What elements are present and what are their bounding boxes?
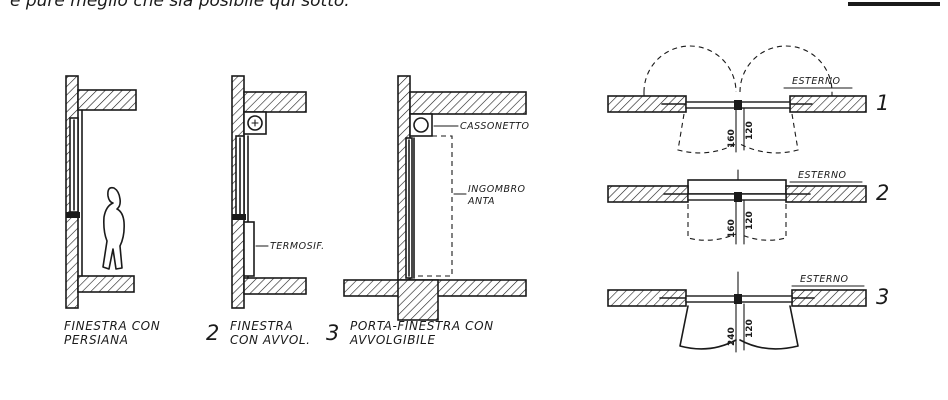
plan-2-drawing: 160 120 ESTERNO 2 xyxy=(607,169,889,245)
section-3-number: 3 xyxy=(326,321,339,345)
plan-3-drawing: 240 120 ESTERNO 3 xyxy=(607,271,889,353)
plan-1-esterno-label: ESTERNO xyxy=(792,76,841,87)
plan-1-dim-b: 120 xyxy=(745,121,755,140)
section-2-upper-slab xyxy=(243,91,307,113)
section-1-drawing: FINESTRA CON PERSIANA xyxy=(64,75,160,347)
plan-2-dim-b: 120 xyxy=(745,211,755,230)
termosif-label: TERMOSIF. xyxy=(270,241,325,252)
radiator xyxy=(243,221,255,277)
top-right-bar xyxy=(848,2,940,6)
ingombro-label-line1: INGOMBRO xyxy=(468,184,526,195)
plan-3-number: 3 xyxy=(876,285,889,309)
section-2-caption-line1: FINESTRA xyxy=(230,319,293,333)
plan-2-esterno-label: ESTERNO xyxy=(798,170,847,181)
ingombro-label-line2: ANTA xyxy=(467,196,495,207)
plan-3-dim-a: 240 xyxy=(727,327,737,346)
section-2-caption-line2: CON AVVOL. xyxy=(230,333,311,347)
section-1-lower-slab xyxy=(77,275,135,293)
person-figure xyxy=(102,186,125,270)
plan-1-drawing: 160 120 ESTERNO 1 xyxy=(607,45,889,154)
plan-2-number: 2 xyxy=(876,181,889,205)
plan-1-arc-left xyxy=(643,45,737,93)
plan-1-dim-a: 160 xyxy=(727,129,737,148)
section-1-upper-slab xyxy=(77,89,137,111)
section-2-drawing: TERMOSIF. 2 FINESTRA CON AVVOL. xyxy=(206,75,325,347)
section-3-upper-slab xyxy=(409,91,527,115)
sash-clearance-outline xyxy=(414,135,453,277)
plan-3-dim-b: 120 xyxy=(745,319,755,338)
plan-3-leaf-left xyxy=(679,305,737,350)
section-2-lower-slab xyxy=(243,277,307,295)
plan-1-arc-right xyxy=(739,45,833,93)
roller-icon xyxy=(247,115,263,131)
plan-2-dim-a: 160 xyxy=(727,219,737,238)
section-1-caption-line1: FINESTRA CON xyxy=(64,319,160,333)
section-1-caption-line2: PERSIANA xyxy=(64,333,129,347)
cassonetto-label: CASSONETTO xyxy=(460,121,530,132)
plan-3-leaf-right xyxy=(739,305,799,350)
section-3-caption-line2: AVVOLGIBILE xyxy=(349,333,436,347)
section-3-caption-line1: PORTA-FINESTRA CON xyxy=(350,319,494,333)
section-3-floor-beam xyxy=(397,279,439,321)
plan-3-esterno-label: ESTERNO xyxy=(800,274,849,285)
section-2-number: 2 xyxy=(206,321,219,345)
top-cutoff-text: e pure meglio che sia posibile qui sotto… xyxy=(10,0,350,11)
section-3-drawing: CASSONETTO INGOMBRO ANTA 3 PORTA-FINESTR… xyxy=(326,75,530,347)
plan-1-number: 1 xyxy=(876,91,889,115)
